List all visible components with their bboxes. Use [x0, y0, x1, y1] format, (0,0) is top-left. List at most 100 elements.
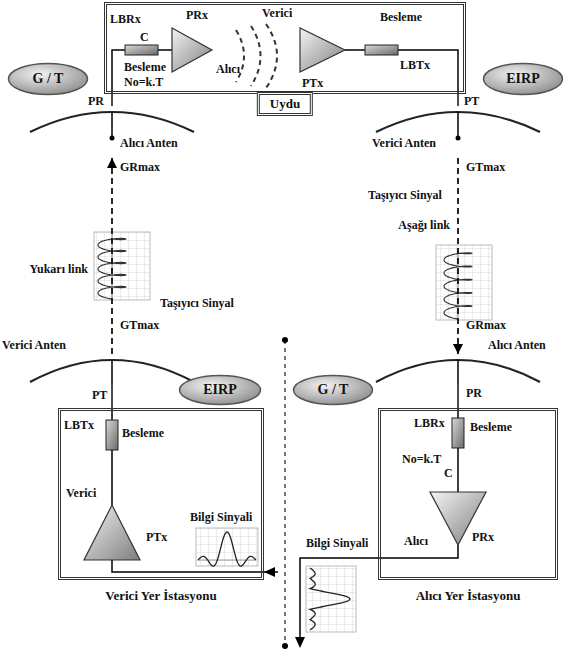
- wire: [345, 49, 365, 51]
- feed-line: [457, 360, 459, 384]
- eirp-oval: EIRP: [482, 62, 564, 96]
- link-parameter: G / T: [33, 71, 64, 87]
- power-label: PR: [88, 94, 104, 108]
- part-name: Alıcı: [404, 534, 428, 548]
- signal-plot: [196, 528, 258, 566]
- antenna-name: Verici Anten: [2, 338, 66, 352]
- gain-label: GRmax: [120, 160, 160, 174]
- feed-line: [457, 112, 459, 138]
- signal-name: C: [444, 466, 453, 480]
- part-name: Besleme: [122, 426, 164, 440]
- signal-plot: [306, 566, 356, 632]
- divider: [284, 340, 285, 646]
- noise-label: No=k.T: [402, 452, 441, 466]
- eirp-oval: EIRP: [178, 374, 262, 406]
- feed-line: [457, 384, 459, 408]
- part-name: Verici: [66, 486, 96, 500]
- station-name: Verici Yer İstasyonu: [61, 589, 261, 603]
- part-name: Alıcı: [216, 62, 240, 76]
- wire: [457, 448, 459, 492]
- antenna-name: Alıcı Anten: [120, 136, 178, 150]
- antenna-name: Verici Anten: [372, 136, 436, 150]
- oval-outline: [294, 376, 373, 405]
- link-parameter: EIRP: [203, 382, 236, 398]
- antenna-name: Alıcı Anten: [488, 338, 546, 352]
- gt-oval: G / T: [292, 374, 374, 406]
- antenna-dish: [352, 106, 542, 158]
- antenna: Alıcı Anten: [352, 354, 552, 384]
- wire: [111, 450, 113, 505]
- station-name: Uydu: [257, 92, 313, 116]
- signal-name: Taşıyıcı Sinyal: [368, 188, 442, 202]
- transponder-link: [266, 24, 277, 88]
- carrier-helix: [98, 234, 472, 319]
- power-label: PTx: [146, 530, 167, 544]
- feed-line: [111, 94, 113, 106]
- feed-point: [110, 136, 115, 141]
- antenna-dish: [28, 106, 218, 158]
- part-name: Besleme: [380, 10, 422, 24]
- arrowhead: [295, 637, 305, 648]
- feed-block: [365, 45, 398, 55]
- part-name: Besleme: [470, 420, 512, 434]
- signal-name: Bilgi Sinyali: [190, 510, 252, 524]
- signal-name: Bilgi Sinyali: [306, 536, 368, 550]
- signal-name: Taşıyıcı Sinyal: [160, 296, 234, 310]
- signal-curve: [198, 532, 256, 566]
- station-name: Alıcı Yer İstasyonu: [381, 589, 555, 603]
- power-label: PT: [464, 94, 479, 108]
- antenna: Verici Anten: [0, 354, 200, 384]
- antenna: Verici Anten: [352, 106, 542, 158]
- oval-outline: [9, 64, 88, 95]
- wire: [158, 49, 172, 51]
- carrier-plot: [436, 245, 492, 320]
- signal-name: C: [140, 30, 149, 44]
- subscript-label: LBRx: [110, 12, 141, 26]
- feed-line: [457, 94, 459, 106]
- signal-curve: [310, 568, 350, 630]
- receiver-amplifier: [172, 28, 212, 72]
- loss-label: LBTx: [400, 58, 430, 72]
- link-arrow: [111, 158, 113, 354]
- carrier-plot: [94, 232, 150, 300]
- gt-oval: G / T: [7, 62, 89, 96]
- feed-line: [111, 112, 113, 138]
- feed-point: [456, 136, 461, 141]
- feed-block: [106, 420, 118, 450]
- gain-label: GTmax: [466, 160, 505, 174]
- oval-outline: [484, 64, 563, 95]
- feed-line: [111, 384, 113, 408]
- arrowhead: [264, 567, 275, 577]
- gain-label: GTmax: [120, 318, 159, 332]
- gain-label: GRmax: [466, 318, 506, 332]
- transmitter-amplifier: [300, 28, 345, 72]
- power-label: PTx: [302, 76, 323, 90]
- transmitter-amplifier: [84, 505, 140, 560]
- link-label: Aşağı link: [396, 218, 452, 232]
- oval-outline: [180, 376, 261, 405]
- antenna-dish: [352, 354, 552, 384]
- link-parameter: G / T: [318, 382, 349, 398]
- divider-end: [282, 643, 288, 649]
- link-parameter: EIRP: [506, 71, 539, 87]
- power-label: PT: [92, 388, 107, 402]
- ground-station: Alıcı Yer İstasyonu: [378, 408, 558, 580]
- part-name: Verici: [262, 6, 292, 20]
- loss-label: LBRx: [414, 416, 445, 430]
- feed-block: [125, 45, 158, 55]
- antenna-dish: [0, 354, 200, 384]
- noise-label: No=k.T: [124, 75, 163, 89]
- power-label: PRx: [186, 8, 208, 22]
- antenna: Alıcı Anten: [28, 106, 218, 158]
- link-label: Yukarı link: [27, 262, 90, 276]
- transponder-link: [251, 26, 261, 86]
- feed-line: [111, 360, 113, 384]
- power-label: PR: [466, 386, 482, 400]
- link-arrow: [457, 158, 459, 354]
- power-label: PRx: [472, 530, 494, 544]
- part-name: Besleme: [124, 60, 166, 74]
- feed-wire: [112, 50, 125, 94]
- feed-block: [452, 418, 464, 448]
- divider-end: [282, 337, 288, 343]
- loss-label: LBTx: [64, 418, 94, 432]
